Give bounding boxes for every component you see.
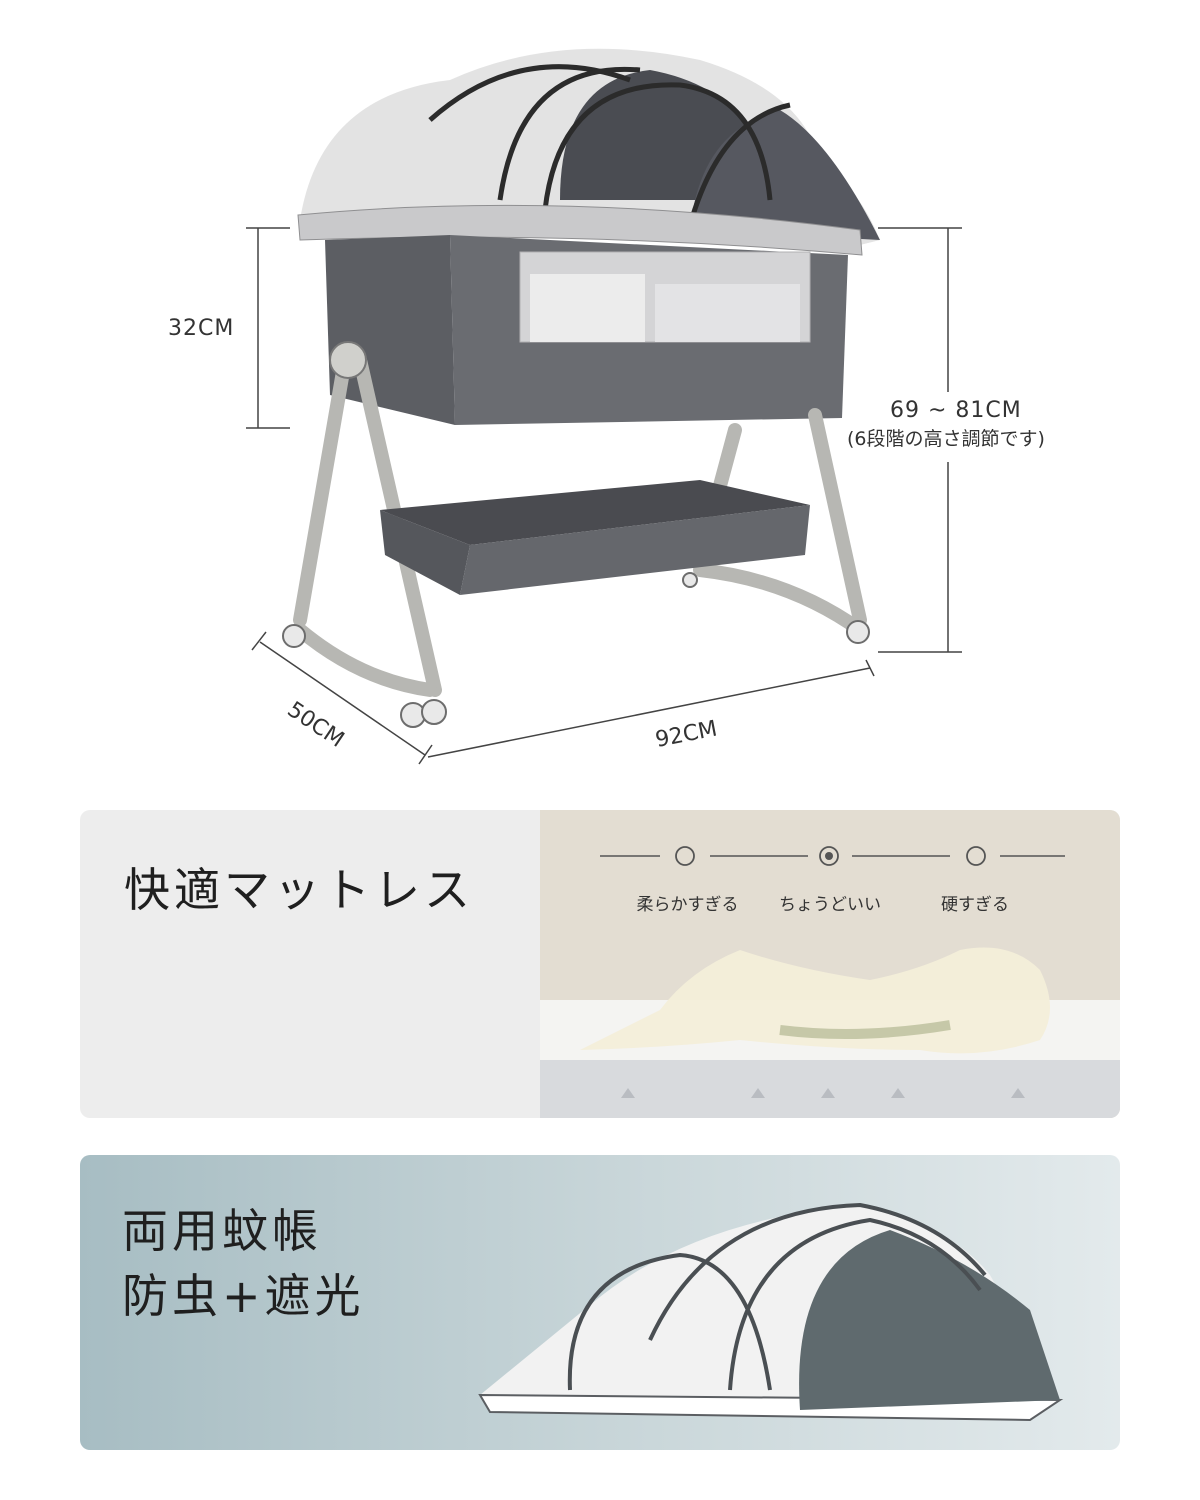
firmness-radio-just-right	[819, 846, 839, 866]
net-title-line2: 防虫+遮光	[122, 1269, 365, 1323]
mosquito-net	[300, 48, 880, 245]
bassinet-body	[325, 235, 848, 425]
firmness-scale	[600, 846, 1065, 866]
firmness-label-soft: 柔らかすぎる	[636, 895, 739, 915]
bassinet-dimension-drawing: 32CM 69 ~ 81CM (6段階の高さ調節です) 50CM 92CM	[168, 48, 1045, 765]
firmness-label-just-right: ちょうどいい	[779, 895, 881, 915]
dim-50cm: 50CM	[283, 697, 349, 753]
firmness-radio-soft	[675, 846, 695, 866]
firmness-label-hard: 硬すぎる	[941, 895, 1009, 915]
mosquito-net-panel: 両用蚊帳 防虫+遮光	[80, 1155, 1120, 1450]
mattress-illustration: 柔らかすぎる ちょうどいい 硬すぎる	[540, 810, 1120, 1118]
dim-92cm: 92CM	[653, 716, 719, 752]
storage-basket	[380, 480, 810, 595]
net-title-line1: 両用蚊帳	[122, 1204, 322, 1258]
mattress-title: 快適マットレス	[124, 863, 474, 917]
adjust-knob	[329, 341, 367, 379]
dim-32cm: 32CM	[168, 316, 234, 341]
caster-wheels	[282, 572, 870, 728]
baby-on-mattress-illustration	[540, 947, 1120, 1118]
dim-69-81cm: 69 ~ 81CM	[890, 398, 1022, 423]
mattress-panel: 快適マットレス 柔らかすぎる ちょうどいい 硬すぎる	[80, 810, 1120, 1118]
dim-height-note: (6段階の高さ調節です)	[847, 428, 1045, 450]
firmness-radio-hard	[966, 846, 986, 866]
dimension-lines	[246, 227, 962, 765]
mosquito-net-canopy-illustration	[478, 1202, 1064, 1422]
